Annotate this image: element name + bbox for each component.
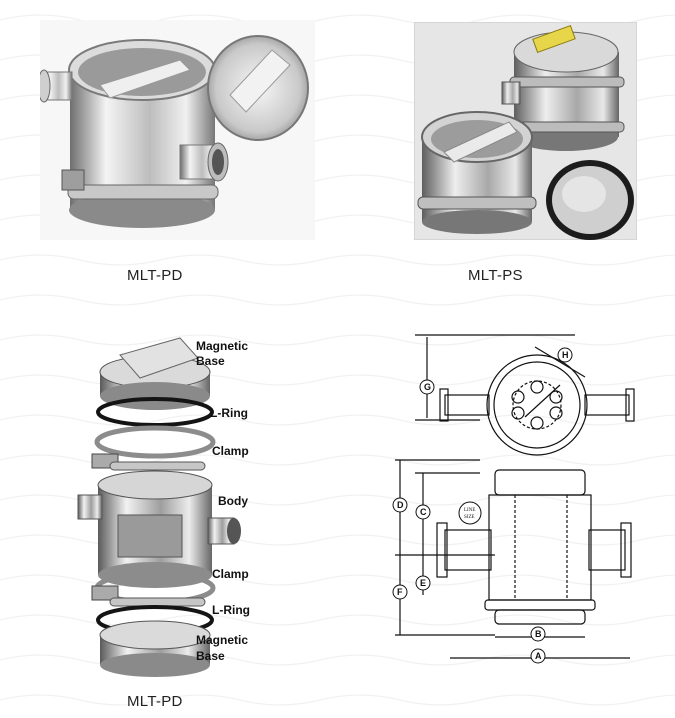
line-size-note-2: SIZE (464, 515, 475, 520)
label-body: Body (218, 494, 248, 508)
label-base-top: Base (196, 354, 225, 368)
mlt-pd-photo (40, 20, 315, 240)
exploded-view: Magnetic Base L-Ring Clamp Body Clamp L-… (77, 337, 250, 677)
dim-g: G (424, 382, 431, 392)
dim-e: E (420, 578, 426, 588)
top-magnetic-base (99, 337, 211, 410)
caption-mlt-ps: MLT-PS (468, 267, 523, 284)
label-clamp-bottom: Clamp (212, 567, 249, 581)
top-clamp (91, 425, 216, 471)
dim-h: H (562, 350, 569, 360)
top-l-ring (96, 397, 214, 427)
label-l-ring-bottom: L-Ring (212, 603, 250, 617)
dimension-drawing: G H D C E F B A LINE SIZE (392, 334, 635, 664)
bottom-magnetic-base (99, 620, 211, 677)
label-magnetic-bottom: Magnetic (196, 633, 248, 647)
label-magnetic-top: Magnetic (196, 339, 248, 353)
dim-b: B (535, 629, 542, 639)
label-l-ring-top: L-Ring (210, 406, 248, 420)
label-base-bottom: Base (196, 649, 225, 663)
dim-f: F (397, 587, 403, 597)
label-clamp-top: Clamp (212, 444, 249, 458)
caption-mlt-pd-bottom: MLT-PD (127, 693, 183, 710)
caption-mlt-pd-top: MLT-PD (127, 267, 183, 284)
bottom-clamp (91, 571, 216, 607)
mlt-ps-photo (414, 22, 637, 240)
dim-a: A (535, 651, 542, 661)
dim-c: C (420, 507, 427, 517)
dim-d: D (397, 500, 404, 510)
line-size-note-1: LINE (464, 508, 475, 513)
